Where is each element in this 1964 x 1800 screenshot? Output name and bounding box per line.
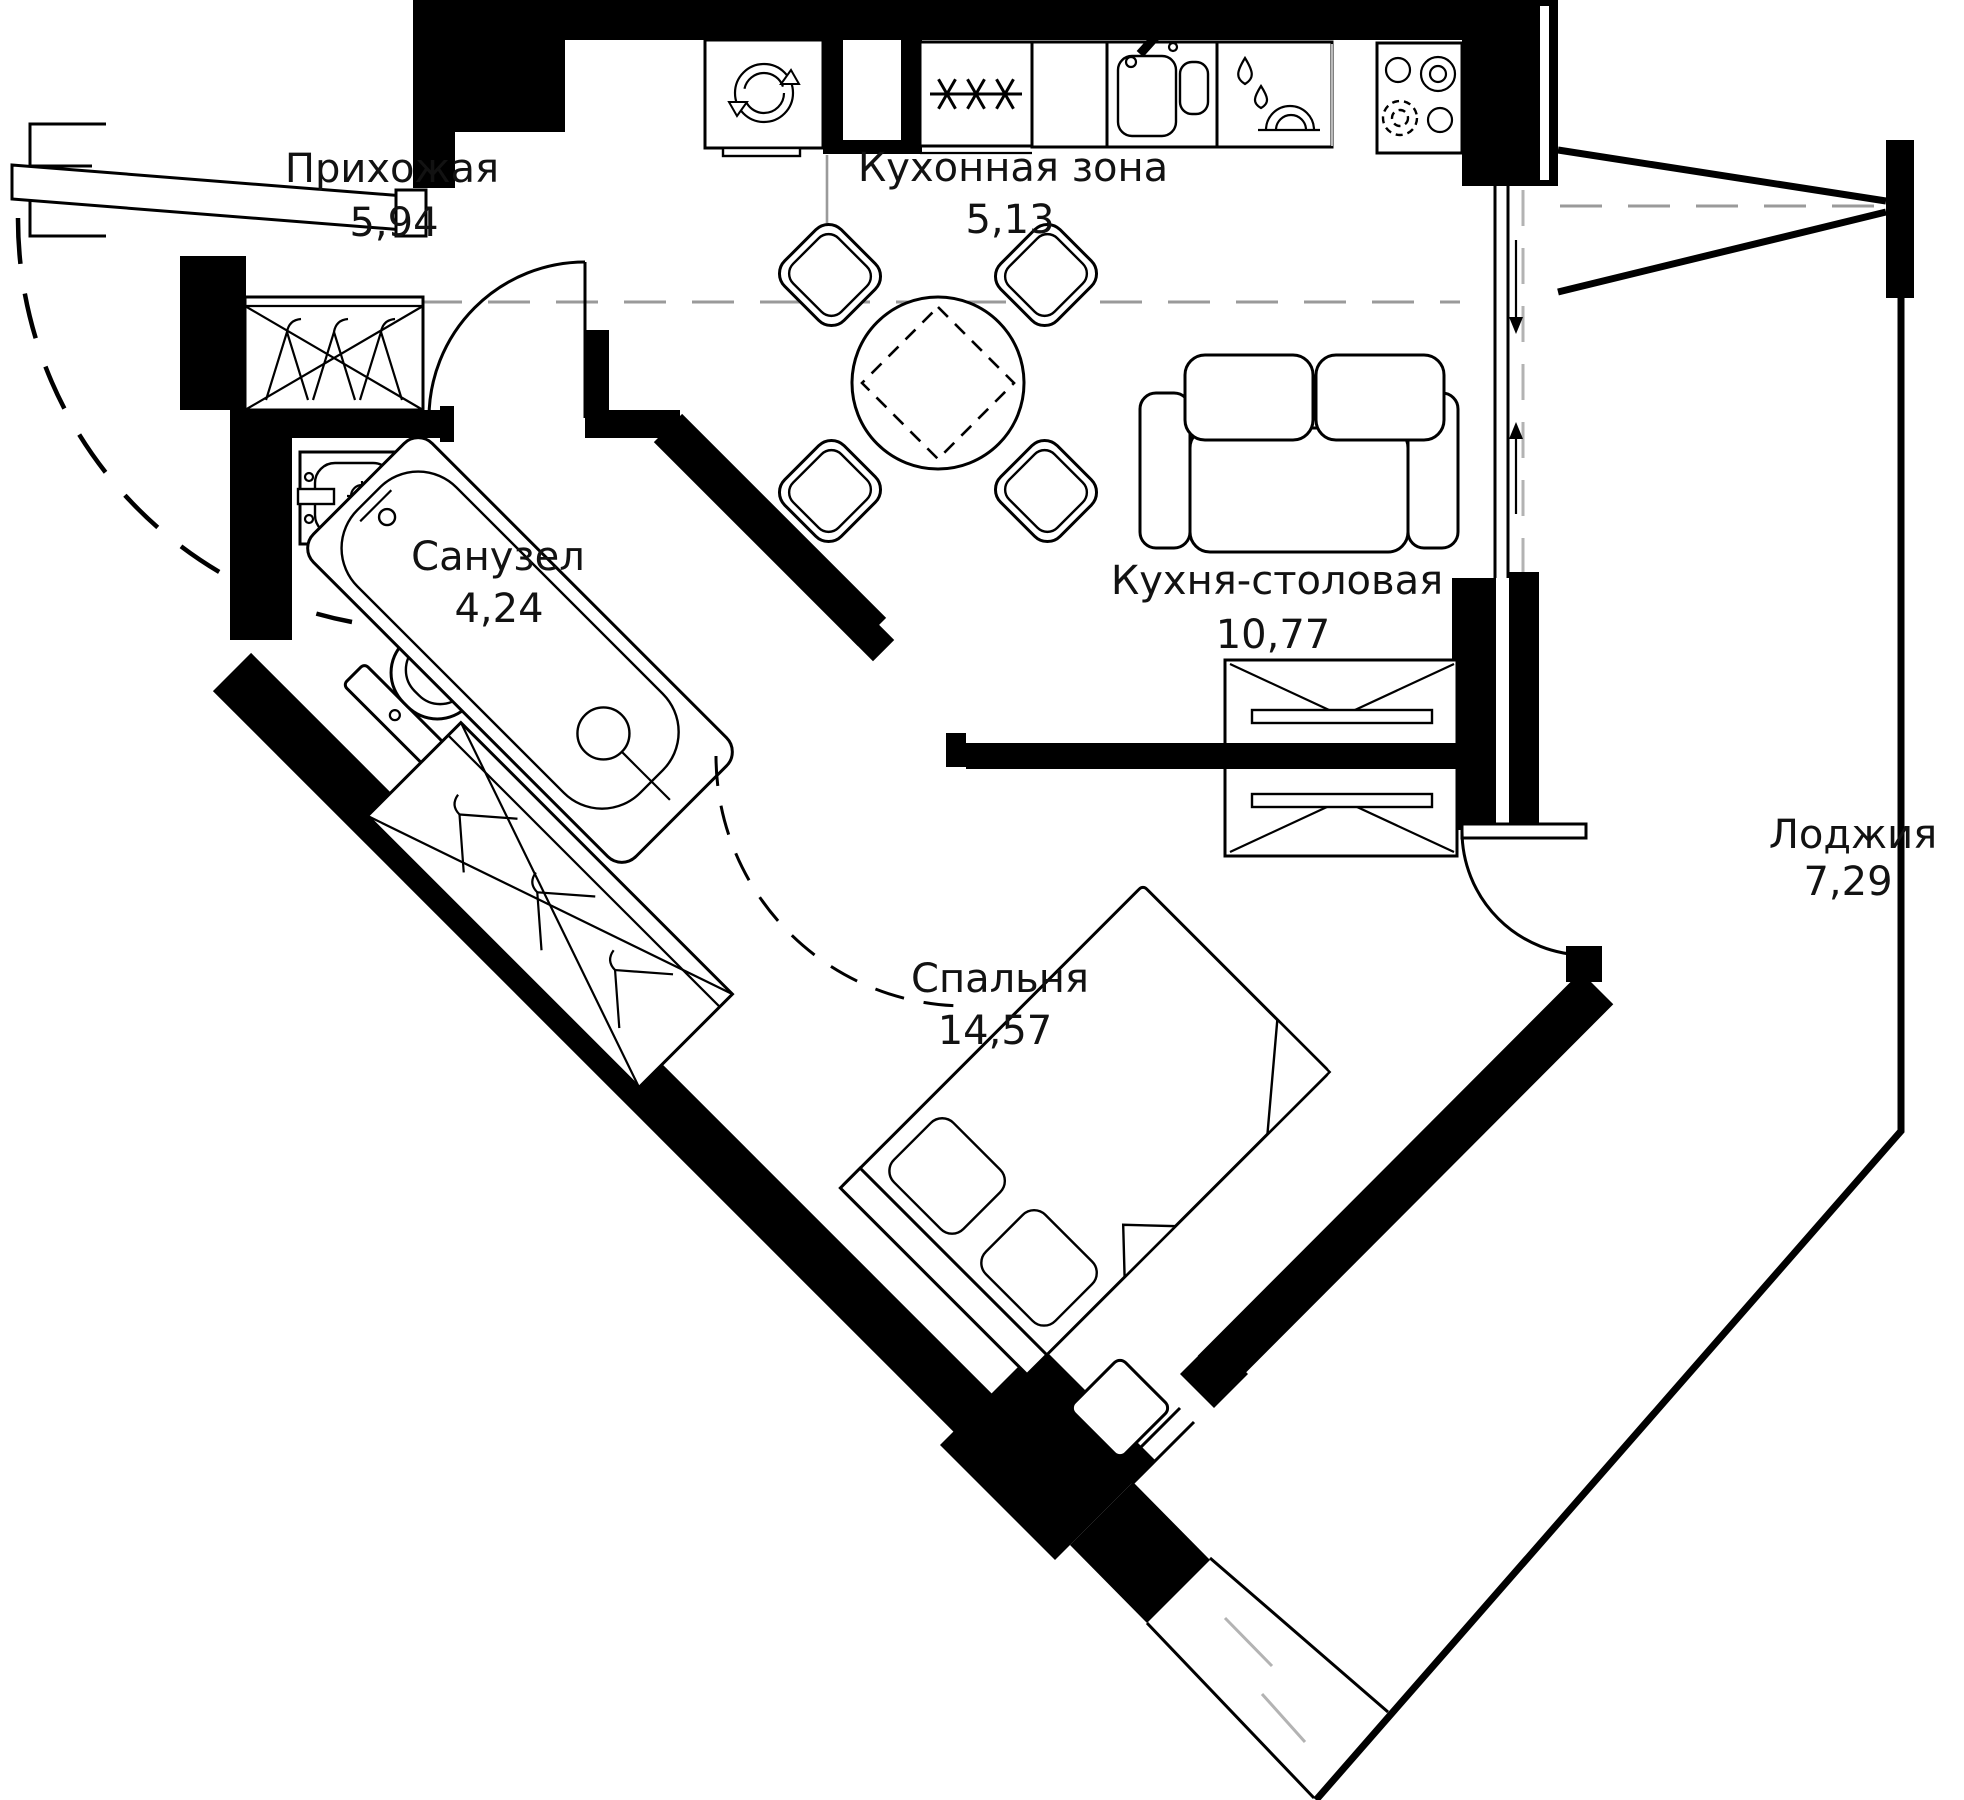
glass-dash bbox=[1260, 1692, 1307, 1744]
doors bbox=[10, 122, 1588, 1008]
bedroom-furniture bbox=[365, 720, 1332, 1458]
chair bbox=[777, 222, 883, 328]
bottom-corner-block-2 bbox=[1070, 1482, 1210, 1623]
bathroom-door bbox=[427, 260, 587, 419]
room-area-kitchen-dining: 10,77 bbox=[1216, 612, 1331, 658]
door-stub-wall bbox=[585, 330, 609, 414]
hanger-icons bbox=[264, 317, 404, 401]
room-area-hallway: 5,94 bbox=[349, 200, 438, 246]
room-area-bathroom: 4,24 bbox=[454, 586, 543, 632]
hanger-wardrobe-hallway bbox=[243, 295, 425, 412]
chair bbox=[993, 222, 1099, 328]
room-label-bathroom: Санузел bbox=[411, 534, 585, 580]
chair bbox=[993, 438, 1099, 544]
left-wall-block bbox=[180, 256, 246, 353]
bed-pillow bbox=[980, 1208, 1098, 1327]
top-wall bbox=[413, 0, 1462, 40]
closet-sliding-panel bbox=[1250, 708, 1434, 725]
bathroom-diagonal-wall bbox=[653, 413, 887, 647]
blanket-fold bbox=[1121, 1223, 1179, 1280]
blanket-fold bbox=[1265, 1017, 1332, 1138]
window-arrows bbox=[1509, 240, 1523, 514]
kitchen-appliances bbox=[703, 23, 1464, 158]
right-edge-wall-bar bbox=[1886, 140, 1914, 298]
bathroom-fixtures bbox=[296, 436, 734, 864]
room-label-loggia: Лоджия bbox=[1769, 812, 1937, 858]
kitchen-sink-icon bbox=[1105, 23, 1219, 149]
left-wall-bridge bbox=[180, 353, 245, 410]
room-area-kitchen-zone: 5,13 bbox=[965, 197, 1054, 243]
hanger-wardrobe-bedroom bbox=[365, 720, 735, 1090]
bathtub bbox=[306, 436, 734, 864]
loggia-outer-boundary bbox=[1313, 298, 1905, 1800]
bedroom-loggia-diagonal-wall bbox=[1197, 971, 1614, 1389]
wall-corner-block bbox=[1180, 1340, 1248, 1408]
bedroom-door-swing bbox=[714, 755, 967, 1008]
sofa bbox=[1138, 353, 1460, 554]
entrance-door bbox=[10, 122, 428, 625]
wall-slit bbox=[1540, 6, 1549, 180]
entry-wall-step bbox=[413, 132, 455, 188]
party-wall-taper-top bbox=[1557, 146, 1887, 205]
kitchen-cabinet bbox=[1030, 40, 1109, 149]
stove-icon bbox=[1375, 41, 1464, 155]
loggia-door-swing bbox=[1460, 830, 1587, 957]
glass-dash bbox=[1223, 1616, 1274, 1668]
room-area-bedroom: 14,57 bbox=[938, 1008, 1053, 1054]
bathroom-top-wall bbox=[238, 410, 446, 438]
hanger-icons bbox=[453, 794, 674, 1029]
room-label-kitchen-dining: Кухня-столовая bbox=[1111, 558, 1443, 604]
nightstand bbox=[1070, 1358, 1170, 1458]
bottom-window-band-outer bbox=[1209, 1556, 1389, 1714]
closet-sliding-panel bbox=[1250, 792, 1434, 809]
room-labels: Прихожая 5,94 Кухонная зона 5,13 Санузел… bbox=[285, 145, 1937, 1054]
door-frame-block bbox=[440, 406, 454, 442]
entrance-door-swing bbox=[15, 217, 353, 625]
sliding-closet bbox=[1223, 658, 1459, 858]
bottom-corner-block bbox=[940, 1345, 1155, 1560]
window-column-left bbox=[1452, 578, 1496, 830]
chair bbox=[777, 438, 883, 544]
freezer-icon bbox=[918, 40, 1034, 155]
party-wall-taper-bottom bbox=[1557, 208, 1887, 296]
dishwasher-icon bbox=[1215, 40, 1334, 149]
bed-pillow bbox=[888, 1117, 1007, 1235]
dining-set bbox=[777, 222, 1099, 544]
bed bbox=[838, 885, 1332, 1377]
room-label-bedroom: Спальня bbox=[911, 956, 1089, 1002]
loggia-door-leaf bbox=[1460, 822, 1588, 840]
room-area-loggia: 7,29 bbox=[1803, 859, 1892, 905]
duct-shaft-icon bbox=[823, 28, 922, 154]
bathroom-door-swing bbox=[427, 260, 586, 419]
entry-wall-block bbox=[413, 0, 565, 132]
dining-table bbox=[850, 295, 1026, 471]
room-label-hallway: Прихожая bbox=[285, 146, 499, 192]
bedroom-corner-window-glass bbox=[1130, 1420, 1196, 1486]
windows bbox=[1116, 186, 1905, 1800]
washing-machine-icon bbox=[703, 38, 825, 158]
door-frame-block bbox=[946, 733, 966, 767]
bathroom-left-wall bbox=[230, 410, 292, 640]
loggia-door bbox=[1460, 822, 1588, 957]
bed-headboard bbox=[838, 1166, 1049, 1377]
bottom-window-band-inner bbox=[1145, 1621, 1316, 1800]
bedroom-corner-window-glass bbox=[1116, 1406, 1182, 1472]
window-column-right bbox=[1509, 572, 1539, 832]
room-label-kitchen-zone: Кухонная зона bbox=[858, 145, 1168, 191]
